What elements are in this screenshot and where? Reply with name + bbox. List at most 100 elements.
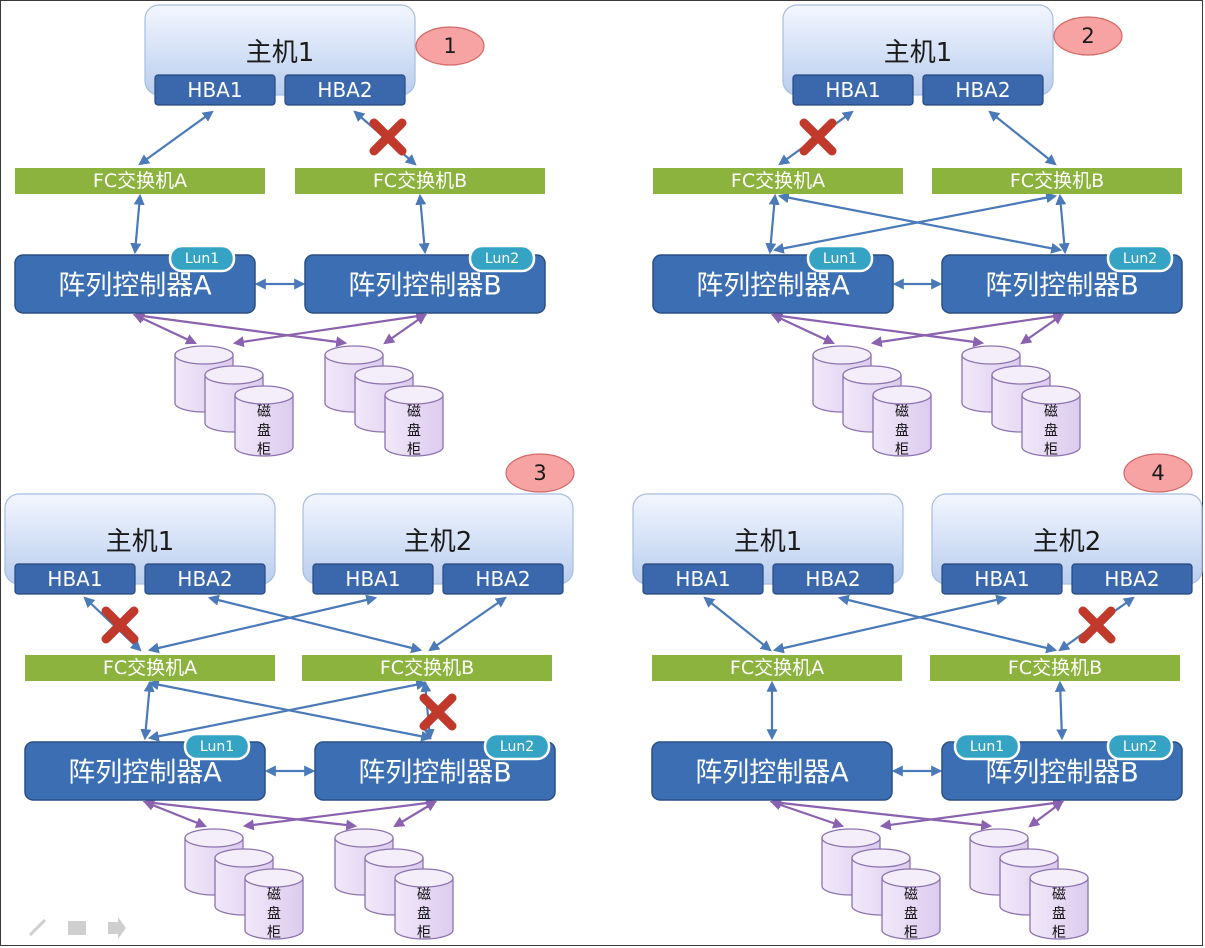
hba1-port: HBA1 [14, 563, 136, 595]
fc-link [130, 193, 145, 255]
fc-link [837, 594, 1058, 654]
fc-link [765, 193, 780, 255]
scenario-number-badge: 4 [1123, 453, 1193, 493]
hba1-label: HBA1 [825, 78, 880, 102]
hba1-label: HBA1 [47, 567, 102, 591]
switch-b-label: FC交换机B [380, 657, 474, 679]
menu-icon[interactable] [68, 921, 86, 935]
disk-enclosure-label: 盘 [1052, 905, 1066, 922]
disk-enclosure-label: 磁 [417, 887, 431, 903]
slideshow-toolbar[interactable] [28, 917, 126, 939]
controller-a-label: 阵列控制器A [58, 271, 212, 302]
controller-b-label: 阵列控制器B [985, 758, 1139, 789]
hba2-port: HBA2 [442, 563, 564, 595]
lun1-label: Lun1 [970, 739, 1004, 755]
lun2-label: Lun2 [485, 251, 519, 267]
scenario-number: 1 [443, 34, 456, 58]
lun1-label: Lun1 [823, 251, 857, 267]
disk-enclosure-label: 磁 [904, 887, 918, 903]
switch-a: FC交换机A [15, 168, 265, 194]
fc-link [1054, 680, 1068, 741]
disk-enclosure-label: 柜 [1044, 442, 1058, 458]
fc-link [988, 110, 1057, 166]
disk-cylinder: 磁盘柜 [1029, 868, 1089, 941]
switch-a: FC交换机A [25, 655, 275, 681]
switch-b: FC交换机B [295, 168, 545, 194]
switch-b: FC交换机B [932, 168, 1182, 194]
disk-enclosure: 磁盘柜 [821, 828, 941, 941]
disk-enclosure-label: 盘 [904, 905, 918, 922]
fc-link [147, 594, 378, 654]
disk-enclosure-label: 磁 [895, 404, 909, 420]
lun1-label: Lun1 [185, 251, 219, 267]
disk-link [393, 800, 437, 828]
host-2: 主机2 [302, 493, 574, 585]
components: FC交换机A FC交换机B 阵列控制器A 阵列控制器B 磁盘柜 磁盘柜 Lun1 Lun2 [14, 168, 546, 458]
lun1-badge: Lun1 [168, 244, 236, 273]
pen-icon[interactable] [28, 918, 47, 937]
disk-cylinder: 磁盘柜 [384, 385, 444, 458]
controller-b-label: 阵列控制器B [348, 271, 502, 302]
lun2-label: Lun2 [500, 739, 534, 755]
hba2-label: HBA2 [955, 78, 1010, 102]
disk-link [1020, 313, 1064, 345]
links [703, 594, 1135, 831]
disk-enclosure-label: 盘 [895, 422, 909, 439]
switch-b-label: FC交换机B [1010, 170, 1104, 192]
host-label: 主机1 [884, 38, 953, 68]
link-failure-x-icon [1078, 606, 1116, 644]
hba2-label: HBA2 [1104, 567, 1159, 591]
disk-enclosure-label: 柜 [257, 442, 271, 458]
controller-b-label: 阵列控制器B [985, 271, 1139, 302]
disk-enclosure-label: 盘 [417, 905, 431, 922]
scenario-number: 4 [1151, 461, 1164, 485]
hba2-port: HBA2 [922, 74, 1044, 106]
links [83, 594, 507, 831]
switch-b: FC交换机B [930, 655, 1180, 681]
disk-enclosure: 磁盘柜 [334, 828, 454, 941]
host-label: 主机2 [1033, 527, 1102, 557]
link-failure-x-icon [369, 118, 407, 156]
lun2-label: Lun2 [1123, 739, 1157, 755]
fc-link [1055, 193, 1070, 255]
disk-enclosure-label: 磁 [257, 404, 271, 420]
scenario-number-badge: 1 [415, 26, 485, 66]
controller-b-label: 阵列控制器B [358, 758, 512, 789]
fc-link [207, 594, 423, 654]
host-label: 主机1 [246, 38, 315, 68]
lun2-badge: Lun2 [1106, 244, 1174, 273]
switch-b-label: FC交换机B [373, 170, 467, 192]
disk-enclosure-label: 磁 [407, 404, 421, 420]
link-failure-x-icon [419, 693, 457, 731]
switch-a-label: FC交换机A [730, 657, 824, 679]
host-label: 主机2 [404, 527, 473, 557]
fc-link [415, 193, 430, 255]
link-failure-x-icon [101, 606, 139, 644]
disk-enclosure-label: 柜 [1052, 925, 1066, 941]
disk-link [232, 310, 428, 348]
switch-a: FC交换机A [653, 168, 903, 194]
hba2-label: HBA2 [177, 567, 232, 591]
disk-cylinder: 磁盘柜 [234, 385, 294, 458]
disk-enclosure-label: 盘 [267, 905, 281, 922]
lun1-badge: Lun1 [953, 732, 1021, 761]
fc-link [140, 680, 155, 741]
switch-a-label: FC交换机A [103, 657, 197, 679]
host-label: 主机1 [106, 527, 175, 557]
disk-enclosure: 磁盘柜 [174, 345, 294, 458]
disk-enclosure: 磁盘柜 [961, 345, 1081, 458]
fc-link [703, 596, 772, 652]
lun2-badge: Lun2 [1106, 732, 1174, 761]
disk-enclosure-label: 磁 [1044, 404, 1058, 420]
disk-link [870, 310, 1065, 348]
hba1-label: HBA1 [345, 567, 400, 591]
controller-a-label: 阵列控制器A [68, 758, 222, 789]
hba2-port: HBA2 [1071, 563, 1193, 595]
host-1: 主机1 [144, 4, 416, 96]
fc-link [772, 192, 1058, 254]
hba2-port: HBA2 [284, 74, 406, 106]
next-slide-icon[interactable] [108, 917, 126, 939]
switch-b: FC交换机B [302, 655, 552, 681]
